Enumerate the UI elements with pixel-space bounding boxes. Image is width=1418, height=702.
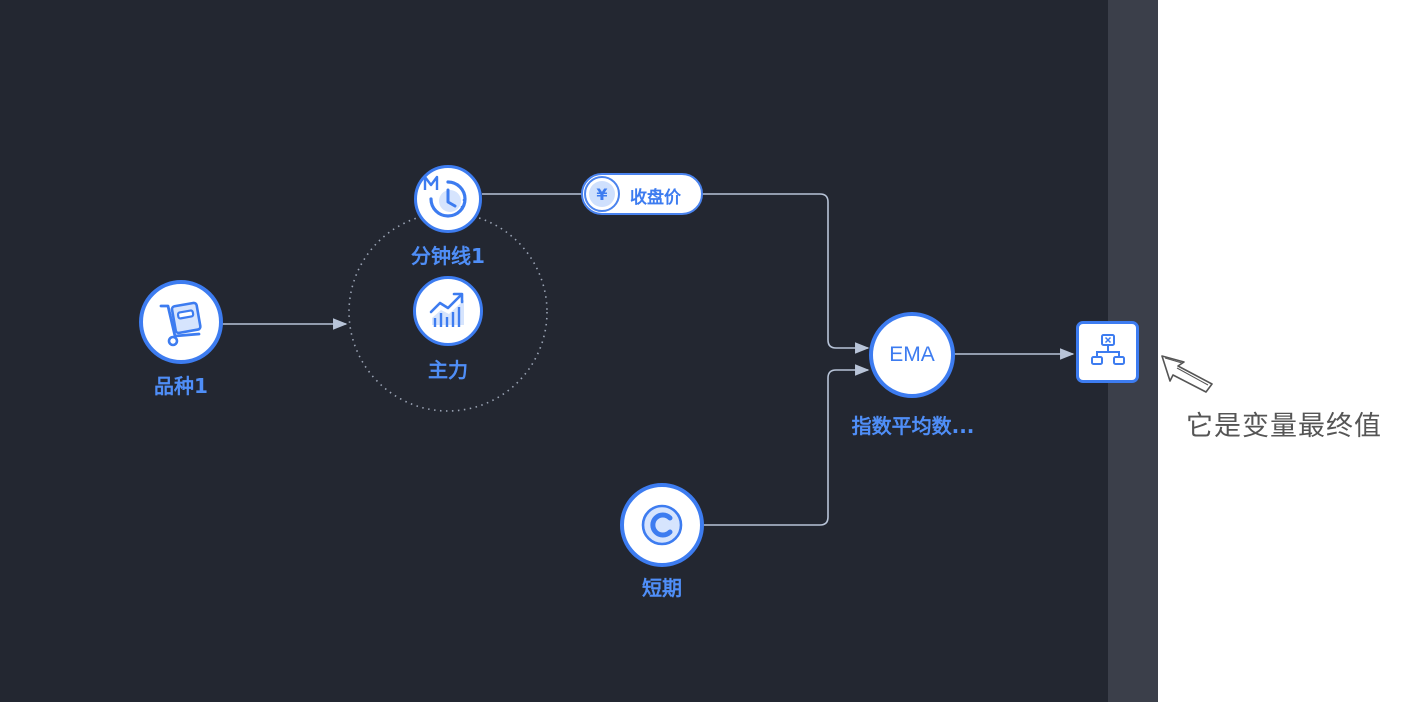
close-price-edge-label[interactable]: ¥ 收盘价 xyxy=(581,173,703,215)
ema-label: 指数平均数... xyxy=(851,414,975,438)
minute-line-node[interactable] xyxy=(414,165,482,233)
main-force-label: 主力 xyxy=(428,358,468,382)
instrument-label: 品种1 xyxy=(154,374,208,398)
ema-text: EMA xyxy=(889,343,935,366)
short-term-node[interactable] xyxy=(620,483,704,567)
ema-node[interactable]: EMA xyxy=(869,312,955,398)
close-price-text: 收盘价 xyxy=(630,188,681,208)
cart-icon xyxy=(159,301,202,347)
trend-chart-icon xyxy=(429,292,464,327)
annotation-text: 它是变量最终值 xyxy=(1186,411,1382,442)
minute-clock-icon xyxy=(423,175,467,218)
main-force-node[interactable] xyxy=(413,276,483,346)
minute-line-label: 分钟线1 xyxy=(411,244,485,268)
constant-c-icon xyxy=(641,504,683,546)
variable-node[interactable] xyxy=(1076,321,1139,383)
variable-icon xyxy=(1090,334,1125,365)
hand-drawn-arrow-icon xyxy=(1161,355,1213,393)
instrument-node[interactable] xyxy=(139,280,223,364)
short-term-label: 短期 xyxy=(642,576,682,600)
yen-icon: ¥ xyxy=(584,176,620,212)
